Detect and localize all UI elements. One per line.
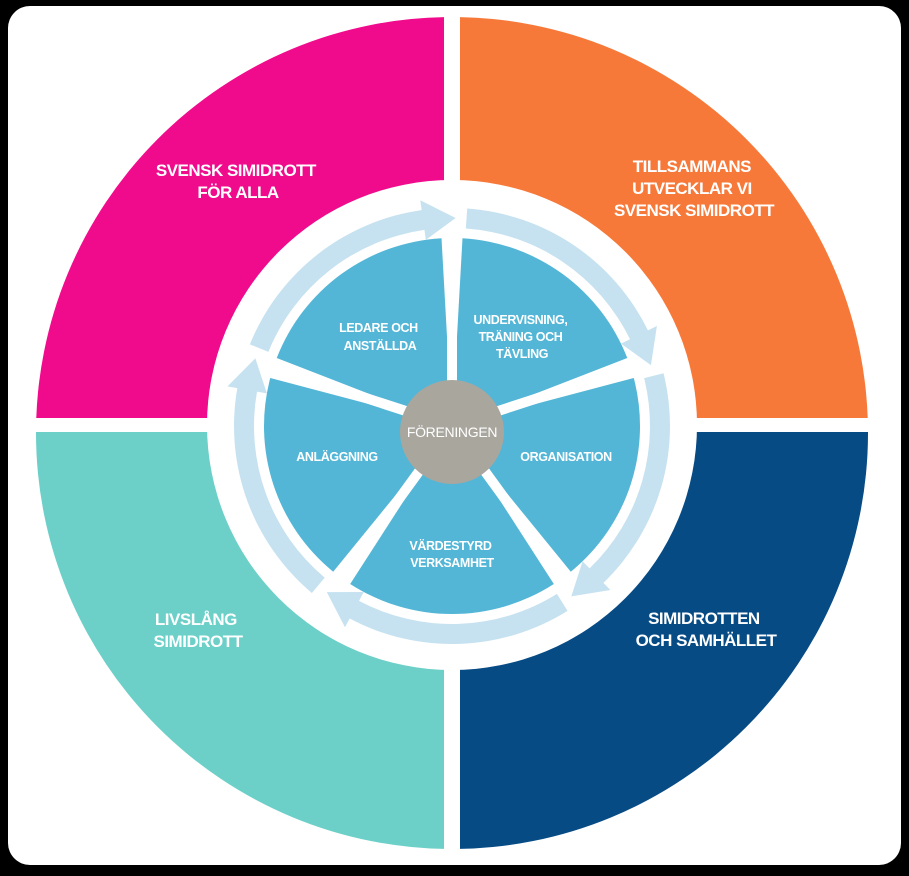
quadrant-bottom-left bbox=[36, 432, 444, 849]
segment-label-anlaggning: ANLÄGGNING bbox=[296, 449, 377, 464]
center-label: FÖRENINGEN bbox=[407, 423, 497, 440]
cycle-arrow bbox=[249, 200, 456, 352]
outer-ring bbox=[36, 17, 868, 849]
segment-label-ledare: LEDARE OCH ANSTÄLLDA bbox=[339, 321, 421, 353]
quadrant-label-svensk-simidrott: SVENSK SIMIDROTT FÖR ALLA bbox=[156, 161, 320, 202]
center-circle bbox=[400, 380, 504, 484]
cycle-arrow bbox=[227, 358, 325, 593]
segment-leaders bbox=[276, 238, 452, 426]
quadrant-bottom-right bbox=[460, 432, 868, 849]
quadrant-label-livslang-simidrott: LIVSLÅNG SIMIDROTT bbox=[154, 610, 244, 651]
cycle-arrows bbox=[227, 200, 670, 644]
cycle-arrow bbox=[326, 591, 568, 644]
quadrant-label-tillsammans: TILLSAMMANS UTVECKLAR VI SVENSK SIMIDROT… bbox=[614, 157, 775, 220]
quadrant-top-right bbox=[460, 17, 868, 418]
cycle-arrow bbox=[465, 208, 657, 366]
segment-teaching bbox=[452, 238, 628, 426]
segment-label-undervisning: UNDERVISNING, TRÄNING OCH TÄVLING bbox=[474, 313, 571, 361]
quadrant-label-simidrotten-samhallet: SIMIDROTTEN OCH SAMHÄLLET bbox=[636, 609, 778, 650]
segment-label-organisation: ORGANISATION bbox=[520, 450, 612, 464]
segment-values bbox=[350, 426, 554, 614]
quadrant-top-left bbox=[36, 17, 444, 418]
cycle-arrow bbox=[571, 373, 670, 597]
segment-label-vardestyrd: VÄRDESTYRD VERKSAMHET bbox=[409, 538, 494, 570]
